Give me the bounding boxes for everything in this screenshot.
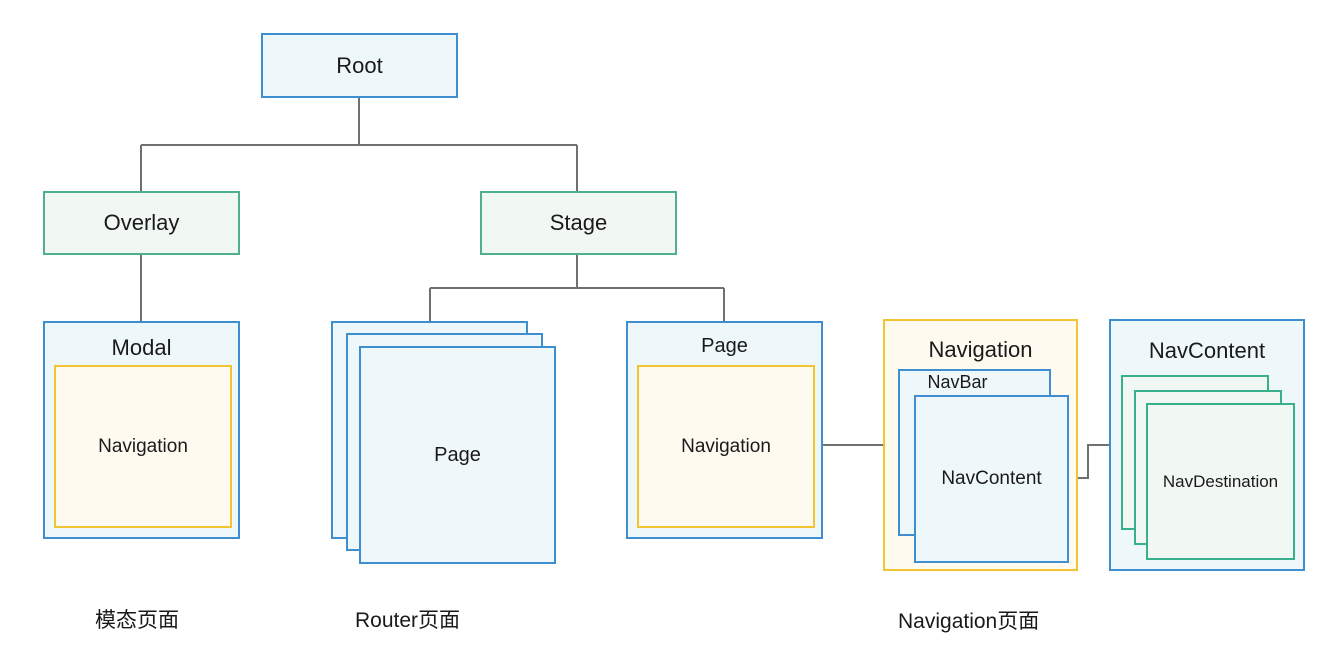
navigation-page-caption: Navigation页面 [898,610,1040,633]
stage-label: Stage [549,210,608,235]
page-navigation-node: Navigation [637,365,815,528]
root-label: Root [336,52,383,78]
router-page-node: Page [359,346,556,564]
overlay-label: Overlay [103,210,180,235]
navigation-navcontent-node: NavContent [914,395,1069,563]
modal-navigation-node: Navigation [54,365,232,528]
overlay-node: Overlay [43,191,240,255]
navbar-label: NavBar [927,372,988,392]
navdestination-label: NavDestination [1162,471,1279,491]
navcontent-node: NavContent NavDestination [1109,319,1305,571]
navigation-node: Navigation NavBar NavContent [883,319,1078,571]
root-node: Root [261,33,458,98]
page-navigation-label: Navigation [681,435,771,457]
router-page-label: Page [434,443,481,466]
router-page-caption: Router页面 [355,609,461,632]
navdestination-node: NavDestination [1146,403,1295,560]
stage-node: Stage [480,191,677,255]
modal-page-caption: 模态页面 [95,609,179,632]
modal-node: Modal Navigation [43,321,240,539]
navcontent-label: NavContent [1148,338,1266,363]
modal-navigation-label: Navigation [98,435,188,457]
stage-to-pages-connector [429,255,725,321]
navigation-navcontent-label: NavContent [941,468,1042,489]
page-label: Page [701,335,748,357]
modal-label: Modal [111,335,172,360]
root-to-children-connector [140,98,578,191]
navigation-label: Navigation [928,337,1033,362]
page-node: Page Navigation [626,321,823,539]
